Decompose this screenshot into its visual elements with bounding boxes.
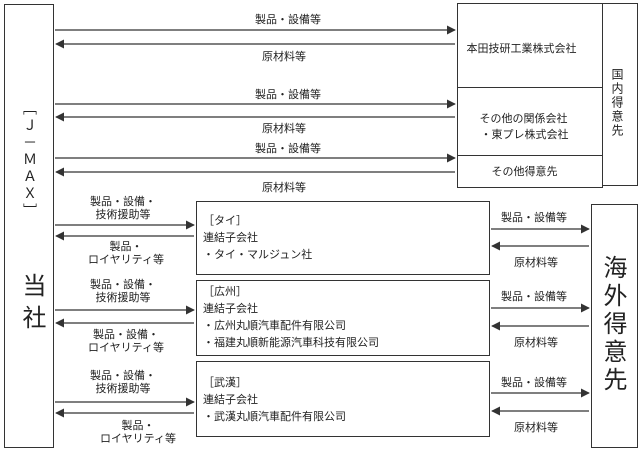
flow-label-royalty-from-wuhan-2: ロイヤリティ等: [99, 432, 176, 445]
flow-label-tech-to-guangzhou-1: 製品・設備・: [90, 278, 156, 291]
company-box: ［Ｊ－ＭＡＸ］ 当社: [4, 4, 54, 448]
flow-label-tech-to-thailand-2: 技術援助等: [95, 208, 151, 221]
domestic-customers-label: 国内得意先: [610, 68, 624, 138]
flow-label-products-thailand-overseas: 製品・設備等: [501, 211, 567, 224]
flow-label-royalty-from-wuhan-1: 製品・: [121, 419, 155, 432]
subsidiary-company-thailand: ・タイ・マルジュン社: [203, 248, 313, 261]
flow-label-royalty-from-guangzhou: 製品・設備・ ロイヤリティ等: [76, 328, 176, 354]
subsidiary-kind-thailand: 連結子会社: [203, 231, 258, 244]
subsidiary-box-thailand: ［タイ］ 連結子会社 ・タイ・マルジュン社: [196, 201, 490, 275]
flow-label-royalty-from-thailand-2: ロイヤリティ等: [87, 253, 164, 266]
flow-label-materials-from-other: 原材料等: [262, 181, 306, 194]
other-customers-box: その他得意先: [456, 155, 603, 188]
flow-label-tech-to-guangzhou-2: 技術援助等: [95, 291, 151, 304]
subsidiary-region-guangzhou: ［広州］: [203, 285, 247, 298]
flow-label-royalty-from-thailand-1: 製品・: [109, 240, 143, 253]
flow-label-tech-to-guangzhou: 製品・設備・ 技術援助等: [80, 278, 166, 304]
domestic-customers-box: 本田技研工業株式会社 その他の関係会社 ・東プレ株式会社 その他得意先 国内得意…: [456, 2, 638, 188]
overseas-customers-box: 海外得意先: [591, 204, 638, 448]
honda-label: 本田技研工業株式会社: [466, 41, 577, 55]
flow-label-tech-to-wuhan: 製品・設備・ 技術援助等: [80, 369, 166, 395]
flow-label-tech-to-wuhan-1: 製品・設備・: [90, 369, 156, 382]
overseas-customers-label: 海外得意先: [599, 255, 627, 395]
flow-label-tech-to-wuhan-2: 技術援助等: [95, 382, 151, 395]
subsidiary-region-thailand: ［タイ］: [203, 214, 247, 227]
related-company-box: その他の関係会社 ・東プレ株式会社: [456, 87, 603, 157]
flow-label-products-guangzhou-overseas: 製品・設備等: [501, 290, 567, 303]
topre-label: ・東プレ株式会社: [480, 128, 569, 141]
flow-label-materials-thailand-overseas: 原材料等: [514, 256, 558, 269]
flow-label-products-to-honda: 製品・設備等: [255, 13, 321, 26]
company-bracket-label: ［Ｊ－ＭＡＸ］: [21, 101, 37, 220]
flow-label-royalty-from-thailand: 製品・ ロイヤリティ等: [76, 240, 176, 266]
flow-label-tech-to-thailand: 製品・設備・ 技術援助等: [80, 195, 166, 221]
flow-label-royalty-from-wuhan: 製品・ ロイヤリティ等: [88, 419, 188, 445]
subsidiary-box-guangzhou: ［広州］ 連結子会社 ・広州丸順汽車配件有限公司 ・福建丸順新能源汽車科技有限公…: [196, 280, 490, 356]
flow-label-tech-to-thailand-1: 製品・設備・: [90, 195, 156, 208]
subsidiary-box-wuhan: ［武漢］ 連結子会社 ・武漢丸順汽車配件有限公司: [196, 361, 490, 437]
honda-box: 本田技研工業株式会社: [456, 2, 603, 89]
related-company-label: その他の関係会社: [479, 112, 568, 125]
subsidiary-kind-guangzhou: 連結子会社: [203, 302, 258, 315]
flow-label-materials-wuhan-overseas: 原材料等: [514, 421, 558, 434]
flow-label-royalty-from-guangzhou-1: 製品・設備・: [93, 328, 159, 341]
flow-label-materials-from-honda: 原材料等: [262, 50, 306, 63]
flow-label-products-wuhan-overseas: 製品・設備等: [501, 376, 567, 389]
company-name-label: 当社: [18, 273, 46, 337]
flow-label-products-to-related: 製品・設備等: [255, 88, 321, 101]
subsidiary-company-wuhan: ・武漢丸順汽車配件有限公司: [203, 410, 346, 423]
subsidiary-region-wuhan: ［武漢］: [203, 376, 247, 389]
subsidiary-kind-wuhan: 連結子会社: [203, 393, 258, 406]
flow-label-materials-guangzhou-overseas: 原材料等: [514, 336, 558, 349]
other-customers-label: その他得意先: [491, 165, 558, 178]
subsidiary-company-guangzhou-2: ・福建丸順新能源汽車科技有限公司: [203, 336, 379, 349]
subsidiary-company-guangzhou-1: ・広州丸順汽車配件有限公司: [203, 319, 346, 332]
flow-label-products-to-other: 製品・設備等: [255, 142, 321, 155]
flow-label-materials-from-related: 原材料等: [262, 122, 306, 135]
flow-label-royalty-from-guangzhou-2: ロイヤリティ等: [87, 341, 164, 354]
